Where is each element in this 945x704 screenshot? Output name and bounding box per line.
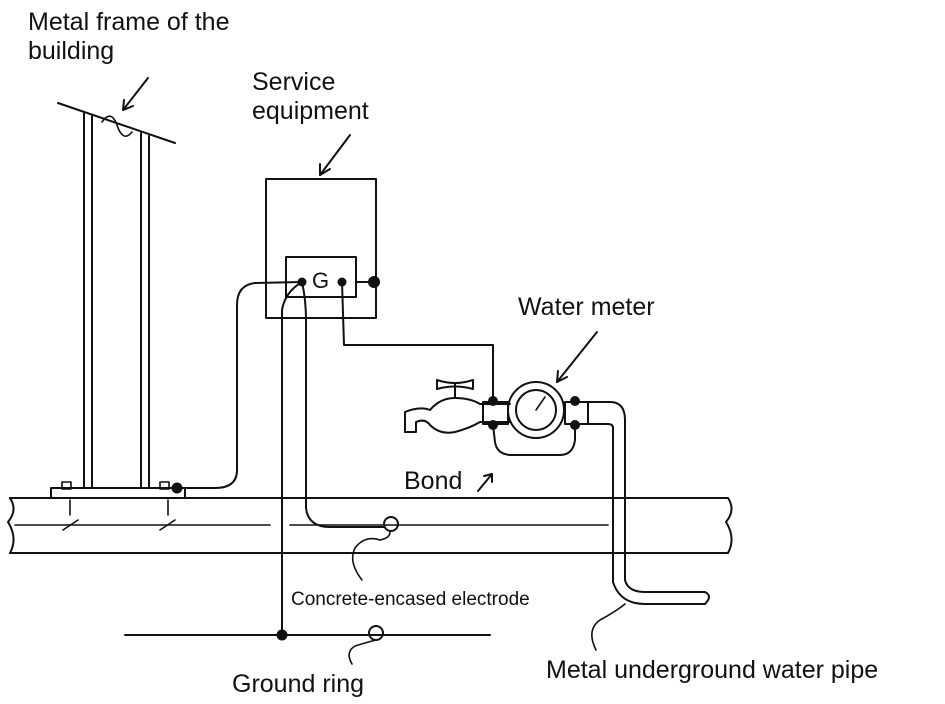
building-frame: [50, 102, 186, 531]
leader-arrows: [122, 77, 626, 665]
label-grounding-terminal: G: [312, 268, 330, 293]
label-bond: Bond: [404, 467, 463, 495]
label-metal-frame: Metal frame of the building: [28, 8, 230, 65]
label-water-meter: Water meter: [518, 293, 655, 321]
electrode-conductor: [301, 281, 385, 528]
ground-ring-conductor: [276, 281, 303, 641]
water-pipe-conductor: [341, 281, 494, 399]
concrete-footing: [7, 497, 733, 554]
frame-bonding-conductor: [176, 281, 303, 489]
label-concrete-encased-electrode: Concrete-encased electrode: [291, 589, 530, 610]
label-ground-ring: Ground ring: [232, 670, 365, 698]
ground-ring: [124, 625, 491, 641]
label-service-equipment: Service equipment: [252, 68, 369, 125]
water-meter-assembly: [404, 379, 710, 605]
service-equipment-box: [265, 178, 380, 319]
label-water-pipe: Metal underground water pipe: [546, 656, 879, 684]
